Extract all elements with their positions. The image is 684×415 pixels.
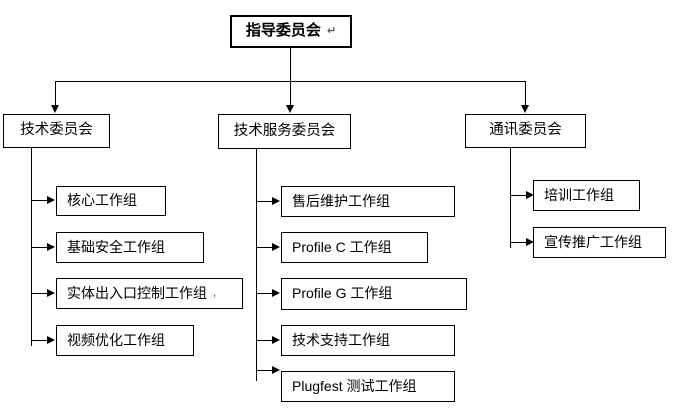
branch-technical-3 <box>31 293 49 294</box>
node-label: Plugfest 测试工作组 <box>292 377 417 394</box>
node-label: 技术委员会 <box>20 122 93 139</box>
arrowhead-communication <box>521 105 529 113</box>
node-training-working-group[interactable]: 培训工作组 <box>533 180 640 211</box>
node-core-working-group[interactable]: 核心工作组 <box>56 186 166 216</box>
arrowhead-service-1 <box>272 197 280 205</box>
node-label: 视频优化工作组 <box>67 331 165 348</box>
node-label: 宣传推广工作组 <box>544 233 642 250</box>
branch-communication-1 <box>510 195 528 196</box>
node-label: 通讯委员会 <box>489 122 562 139</box>
arrowhead-communication-1 <box>526 191 534 199</box>
node-label: 指导委员会 <box>245 22 321 40</box>
node-technical-support-working-group[interactable]: 技术支持工作组 <box>281 325 455 356</box>
branch-communication-2 <box>510 242 528 243</box>
branch-technical-4 <box>31 340 49 341</box>
arrowhead-service-4 <box>272 336 280 344</box>
node-label: 实体出入口控制工作组 <box>67 284 207 301</box>
node-label: 基础安全工作组 <box>67 238 165 255</box>
branch-service-5 <box>256 370 274 371</box>
branch-service-2 <box>256 247 274 248</box>
node-aftersales-maintenance-working-group[interactable]: 售后维护工作组 <box>281 186 455 217</box>
arrowhead-technical-3 <box>47 289 55 297</box>
arrowhead-technical-2 <box>47 243 55 251</box>
node-communication-committee[interactable]: 通讯委员会 <box>465 114 586 148</box>
node-label: 技术支持工作组 <box>292 331 390 348</box>
node-label: 技术服务委员会 <box>233 122 336 139</box>
node-profile-g-working-group[interactable]: Profile G 工作组 <box>281 278 467 310</box>
connector-drop-service <box>290 81 291 106</box>
arrowhead-technical <box>51 105 59 113</box>
connector-drop-communication <box>525 81 526 106</box>
trunk-service <box>256 149 257 381</box>
arrowhead-service-3 <box>272 289 280 297</box>
node-physical-access-control-working-group[interactable]: 实体出入口控制工作组, <box>56 278 243 309</box>
node-publicity-promotion-working-group[interactable]: 宣传推广工作组 <box>533 227 666 258</box>
node-label: 售后维护工作组 <box>292 192 390 209</box>
node-label: 培训工作组 <box>544 186 614 203</box>
trailing-mark: , <box>213 287 217 300</box>
node-label: Profile G 工作组 <box>292 285 393 302</box>
trunk-communication <box>510 148 511 248</box>
node-video-optimization-working-group[interactable]: 视频优化工作组 <box>56 325 194 356</box>
branch-service-1 <box>256 201 274 202</box>
node-plugfest-testing-working-group[interactable]: Plugfest 测试工作组 <box>281 371 455 402</box>
arrowhead-communication-2 <box>526 238 534 246</box>
paragraph-mark-icon: ↵ <box>326 25 337 38</box>
arrowhead-service-5 <box>272 366 280 374</box>
node-profile-c-working-group[interactable]: Profile C 工作组 <box>281 232 428 263</box>
arrowhead-technical-4 <box>47 336 55 344</box>
arrowhead-service-2 <box>272 243 280 251</box>
node-basic-security-working-group[interactable]: 基础安全工作组 <box>56 232 204 263</box>
node-label: 核心工作组 <box>67 192 137 209</box>
branch-technical-2 <box>31 247 49 248</box>
node-technical-service-committee[interactable]: 技术服务委员会 <box>218 114 351 149</box>
connector-root-stem <box>290 48 291 81</box>
arrowhead-technical-1 <box>47 196 55 204</box>
node-label: Profile C 工作组 <box>292 238 392 255</box>
branch-technical-1 <box>31 200 49 201</box>
connector-drop-technical <box>55 81 56 106</box>
node-technical-committee[interactable]: 技术委员会 <box>3 114 110 148</box>
branch-service-4 <box>256 340 274 341</box>
arrowhead-service <box>286 105 294 113</box>
node-steering-committee[interactable]: 指导委员会 ↵ <box>230 15 352 48</box>
branch-service-3 <box>256 293 274 294</box>
